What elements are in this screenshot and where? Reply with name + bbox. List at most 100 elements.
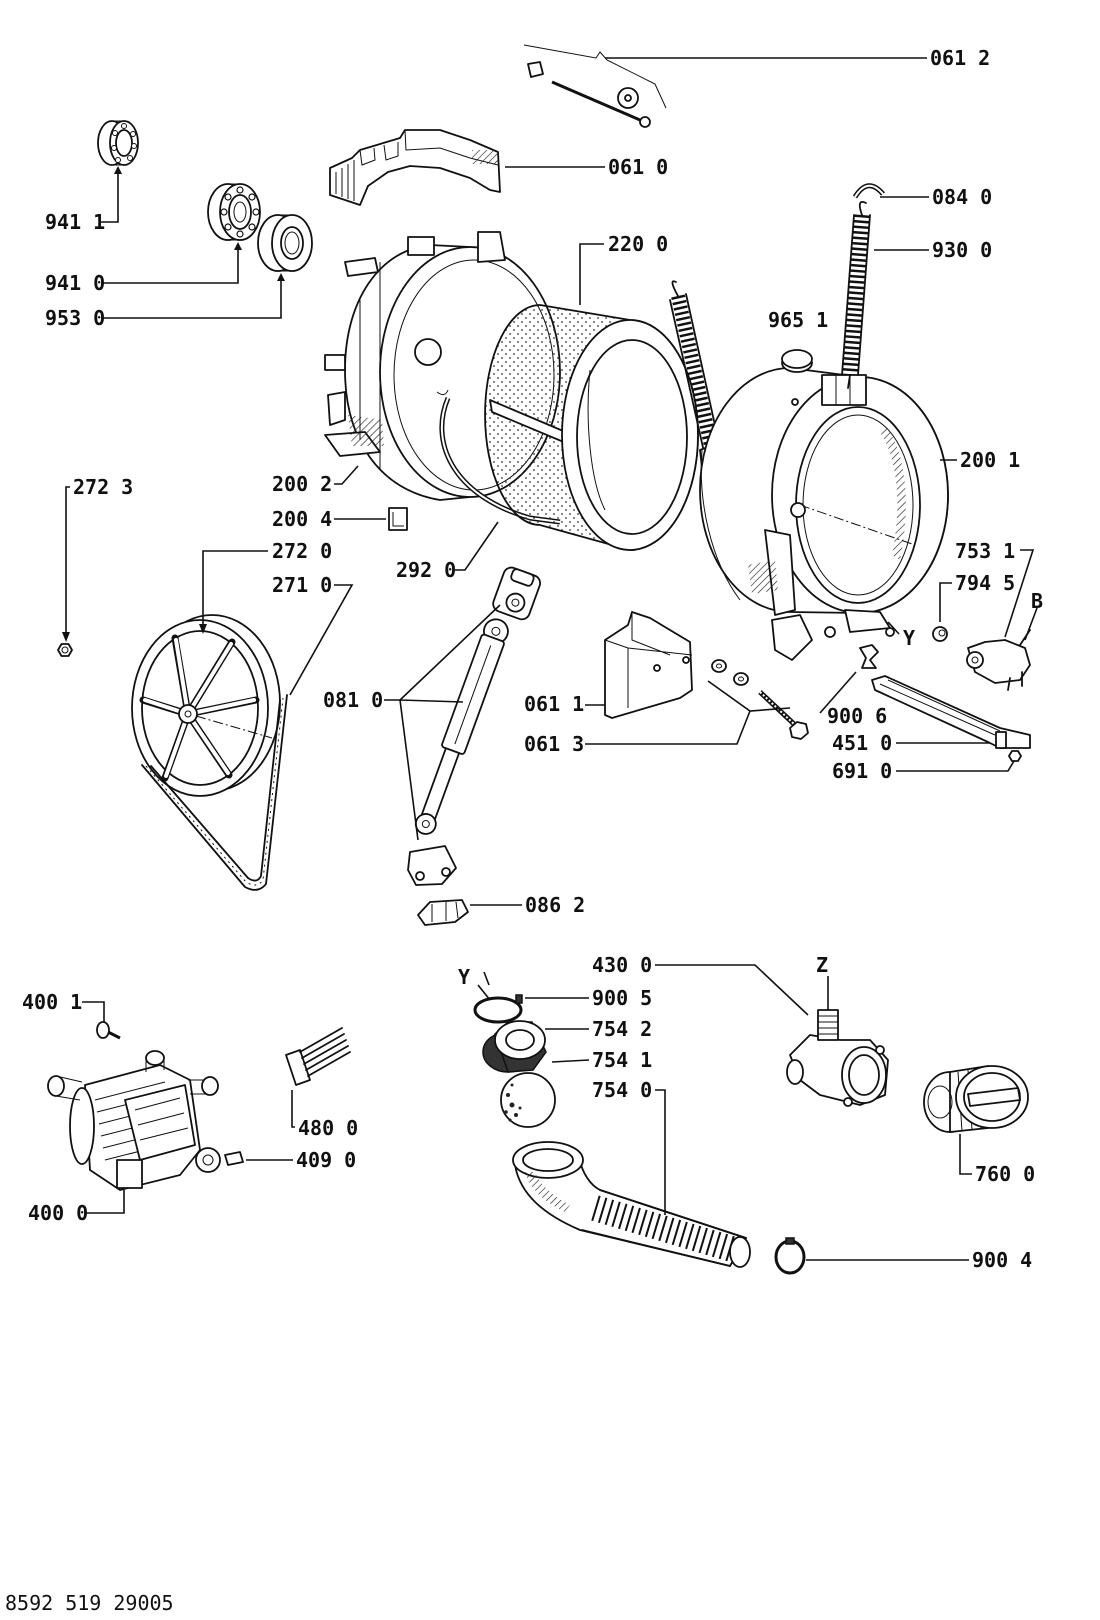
part-754-1-ball [500, 1072, 556, 1128]
part-061-0-counterweight-bracket [329, 129, 501, 206]
leader-400-1 [82, 1001, 105, 1022]
leader-lines [62, 57, 1038, 1261]
part-272-0-pulley [131, 614, 281, 797]
callout-061-3: 061 3 [524, 732, 584, 756]
part-200-1-front-tub [699, 367, 949, 661]
callout-451-0: 451 0 [832, 731, 892, 755]
leader-b [1024, 607, 1038, 641]
callout-220-0: 220 0 [608, 232, 668, 256]
callout-430-0: 430 0 [592, 953, 652, 977]
callout-900-5: 900 5 [592, 986, 652, 1010]
leader-272-3 [65, 486, 70, 636]
callout-200-4: 200 4 [272, 507, 332, 531]
part-220-0-drum [484, 304, 699, 551]
callout-930-0: 930 0 [932, 238, 992, 262]
callout-200-2: 200 2 [272, 472, 332, 496]
leader-200-2 [334, 465, 359, 485]
leader-794-5 [939, 582, 952, 622]
arrow-941-1 [114, 166, 122, 174]
part-760-0-filter [923, 1065, 1029, 1133]
part-061-1-counterweight [604, 611, 693, 719]
leader-941-0 [101, 246, 239, 284]
leader-y-tub [887, 621, 900, 635]
callout-y-tub: Y [903, 626, 915, 650]
arrow-272-3 [62, 632, 70, 642]
part-400-1-screw [96, 1021, 121, 1040]
callout-272-3: 272 3 [73, 475, 133, 499]
leader-900-6 [819, 671, 857, 714]
leader-941-1 [101, 170, 119, 223]
leader-430-0 [655, 964, 809, 1016]
callout-754-2: 754 2 [592, 1017, 652, 1041]
callout-794-5: 794 5 [955, 571, 1015, 595]
callout-086-2: 086 2 [525, 893, 585, 917]
part-061-3-bolt-washers [711, 659, 809, 740]
leader-220-0 [579, 243, 604, 305]
callout-061-2: 061 2 [930, 46, 990, 70]
arrow-941-0 [234, 242, 242, 250]
part-271-0-drive-belt [141, 694, 288, 891]
part-754-2-seal [482, 1020, 547, 1073]
callout-691-0: 691 0 [832, 759, 892, 783]
part-941-0-bearing-large [207, 183, 261, 241]
callout-480-0: 480 0 [298, 1116, 358, 1140]
callout-400-0: 400 0 [28, 1201, 88, 1225]
arrow-953-0 [277, 273, 285, 281]
part-900-6-spring-clip [859, 644, 879, 669]
part-061-2-bracket-rod [523, 44, 667, 128]
callout-754-0: 754 0 [592, 1078, 652, 1102]
arrow-272-0 [199, 624, 207, 634]
callout-061-1: 061 1 [524, 692, 584, 716]
callout-200-1: 200 1 [960, 448, 1020, 472]
leader-760-0 [959, 1134, 972, 1175]
callout-900-4: 900 4 [972, 1248, 1032, 1272]
leader-953-0 [101, 277, 282, 319]
callout-941-0: 941 0 [45, 271, 105, 295]
leader-400-0 [86, 1190, 125, 1214]
leader-480-0 [291, 1090, 295, 1128]
part-753-1-sensor [966, 629, 1031, 691]
callout-y-ring: Y [458, 965, 470, 989]
leader-271-0 [289, 584, 354, 696]
part-953-0-seal-ring [257, 214, 313, 272]
callout-084-0: 084 0 [932, 185, 992, 209]
leader-061-3 [585, 680, 791, 745]
callout-965-1: 965 1 [768, 308, 828, 332]
leader-754-0 [655, 1089, 666, 1215]
part-794-5-bush [932, 626, 948, 642]
part-691-0-nut [1008, 750, 1022, 762]
callout-271-0: 271 0 [272, 573, 332, 597]
leader-y-ring [477, 971, 491, 1001]
part-081-0-shock-absorber [407, 566, 541, 886]
callout-272-0: 272 0 [272, 539, 332, 563]
part-965-1-cap [781, 349, 813, 373]
part-941-1-bearing-small [97, 120, 139, 166]
part-084-0-hook [852, 183, 885, 199]
part-200-4-clip [388, 507, 408, 531]
part-086-2-clip [417, 899, 469, 926]
part-480-0-connector [285, 1027, 351, 1086]
callout-409-0: 409 0 [296, 1148, 356, 1172]
part-900-5-ring [473, 994, 523, 1024]
callout-941-1: 941 1 [45, 210, 105, 234]
part-930-0-spring [841, 200, 871, 389]
callout-081-0: 081 0 [323, 688, 383, 712]
part-430-0-drain-pump [786, 1009, 889, 1107]
callout-b: B [1031, 589, 1043, 613]
callout-292-0: 292 0 [396, 558, 456, 582]
callout-061-0: 061 0 [608, 155, 668, 179]
leader-691-0 [896, 760, 1015, 772]
callout-754-1: 754 1 [592, 1048, 652, 1072]
leader-272-0 [202, 550, 268, 628]
callout-900-6: 900 6 [827, 704, 887, 728]
leader-292-0 [455, 521, 499, 571]
part-272-3-nut [57, 643, 73, 657]
leader-754-1 [551, 1059, 590, 1063]
part-409-0-block [224, 1151, 244, 1166]
callout-760-0: 760 0 [975, 1162, 1035, 1186]
callout-753-1: 753 1 [955, 539, 1015, 563]
leader-753-1 [1004, 549, 1035, 638]
part-900-4-hose-clamp [774, 1237, 806, 1275]
callout-labels: 061 2 061 0 941 1 084 0 220 0 930 0 941 … [22, 46, 1043, 1272]
